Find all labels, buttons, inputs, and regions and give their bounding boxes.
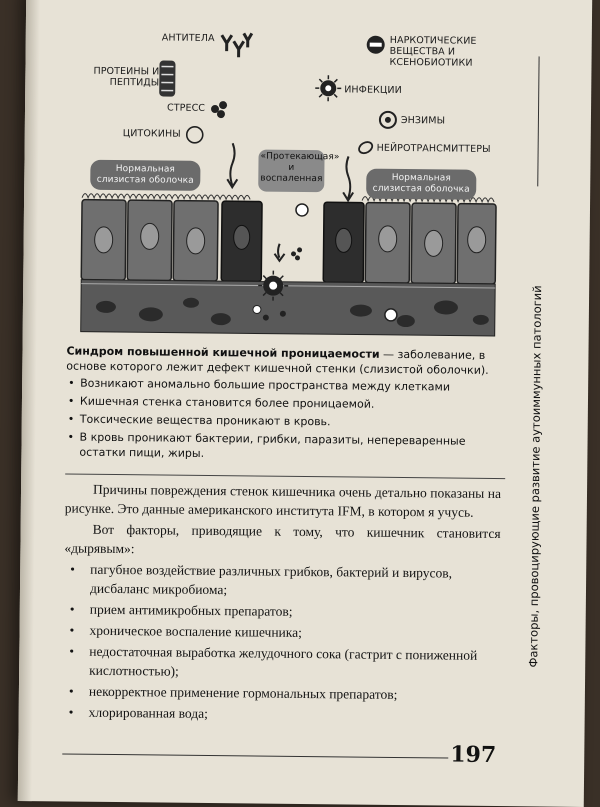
normal-left-label: Нормальная слизистая оболочка [96, 164, 194, 187]
gap-particles [291, 247, 302, 260]
caption-bullet: Возникают аномально большие пространства… [66, 375, 506, 395]
caption-title: Синдром повышенной кишечной проницаемост… [66, 345, 379, 361]
list-item: некорректное применение гормональных пре… [63, 681, 499, 705]
paragraph: Причины повреждения стенок кишечника оче… [65, 479, 501, 522]
stress-icon [211, 101, 227, 118]
list-item: прием антимикробных препаратов; [64, 599, 500, 623]
caption-bullets: Возникают аномально большие пространства… [65, 375, 506, 464]
enzymes-label: ЭНЗИМЫ [401, 115, 445, 126]
gap-particle [296, 204, 308, 216]
body-text: Причины повреждения стенок кишечника оче… [63, 479, 502, 728]
list-item: хлорированная вода; [63, 702, 499, 726]
stress-label: СТРЕСС [167, 103, 205, 114]
lamina-propria [81, 280, 496, 336]
virus-icon [315, 75, 341, 101]
caption-lead: Синдром повышенной кишечной проницаемост… [66, 344, 506, 379]
drugs-label: НАРКОТИЧЕСКИЕ ВЕЩЕСТВА И КСЕНОБИОТИКИ [389, 35, 499, 69]
caption-bullet: В кровь проникают бактерии, грибки, пара… [65, 429, 505, 464]
page-gutter-shadow [18, 0, 40, 801]
running-title-text: Факторы, провоцирующие развитие аутоимму… [526, 285, 544, 667]
infections-label: ИНФЕКЦИИ [344, 84, 402, 96]
caption-divider [65, 473, 505, 479]
normal-right-label: Нормальная слизистая оболочка [372, 173, 470, 196]
no-entry-icon [367, 36, 385, 54]
list-item: недостаточная выработка желудочного сока… [63, 641, 499, 684]
figure-caption: Синдром повышенной кишечной проницаемост… [65, 344, 506, 468]
footer-rule [62, 753, 448, 758]
paragraph: Вот факторы, приводящие к тому, что кише… [64, 519, 500, 562]
factors-list: пагубное воздействие различных грибков, … [63, 559, 501, 726]
side-rule [537, 56, 539, 186]
epithelial-cells [81, 200, 496, 284]
intestinal-wall-illustration: АНТИТЕЛА ПРОТЕИНЫ И ПЕПТИДЫ СТРЕСС ЦИТОК… [61, 21, 504, 346]
running-title: Факторы, провоцирующие развитие аутоимму… [522, 196, 548, 756]
enzyme-icon [380, 112, 396, 128]
book-page: АНТИТЕЛА ПРОТЕИНЫ И ПЕПТИДЫ СТРЕСС ЦИТОК… [18, 0, 592, 807]
caption-bullet: Кишечная стенка становится более проница… [66, 393, 506, 413]
proteins-label: ПРОТЕИНЫ И ПЕПТИДЫ [89, 66, 159, 89]
protein-icon [159, 60, 175, 96]
cytokine-icon [187, 127, 203, 143]
page-number: 197 [450, 742, 496, 768]
list-item: пагубное воздействие различных грибков, … [64, 559, 500, 602]
list-item: хроническое воспаление кишечника; [63, 620, 499, 644]
antibody-icon [222, 33, 252, 57]
antibodies-label: АНТИТЕЛА [162, 32, 215, 44]
neurotransmitters-label: НЕЙРОТРАНСМИТТЕРЫ [377, 143, 491, 155]
leaky-label: «Протекающая» и воспаленная [260, 152, 322, 186]
neurotransmitter-icon [357, 140, 374, 156]
cytokines-label: ЦИТОКИНЫ [123, 128, 181, 140]
caption-bullet: Токсические вещества проникают в кровь. [66, 411, 506, 431]
